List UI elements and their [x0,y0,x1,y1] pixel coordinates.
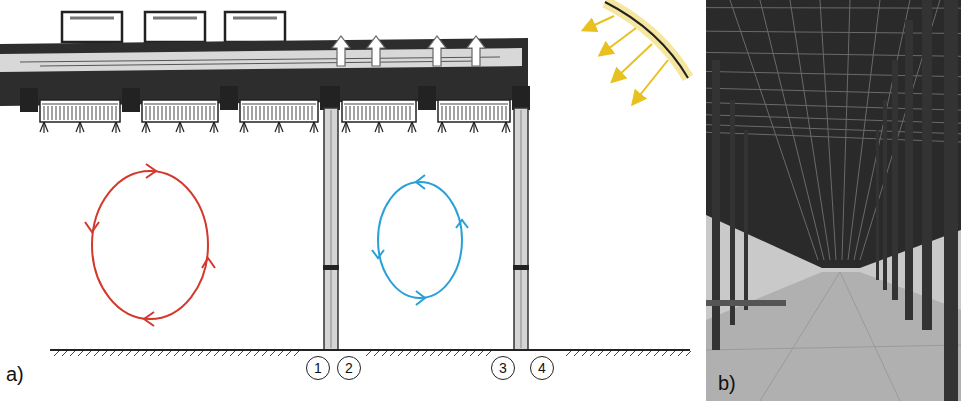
panel-label: b) [716,372,738,394]
callout-circle: 1 [306,356,330,380]
callout-number: 3 [499,361,507,375]
callout-circle: 4 [530,356,554,380]
callout-number: 4 [538,361,546,375]
panel-label: a) [6,364,24,384]
callout-number: 1 [314,361,322,375]
callout-circle: 3 [491,356,515,380]
callout-circle: 2 [337,356,361,380]
callout-number: 2 [345,361,353,375]
